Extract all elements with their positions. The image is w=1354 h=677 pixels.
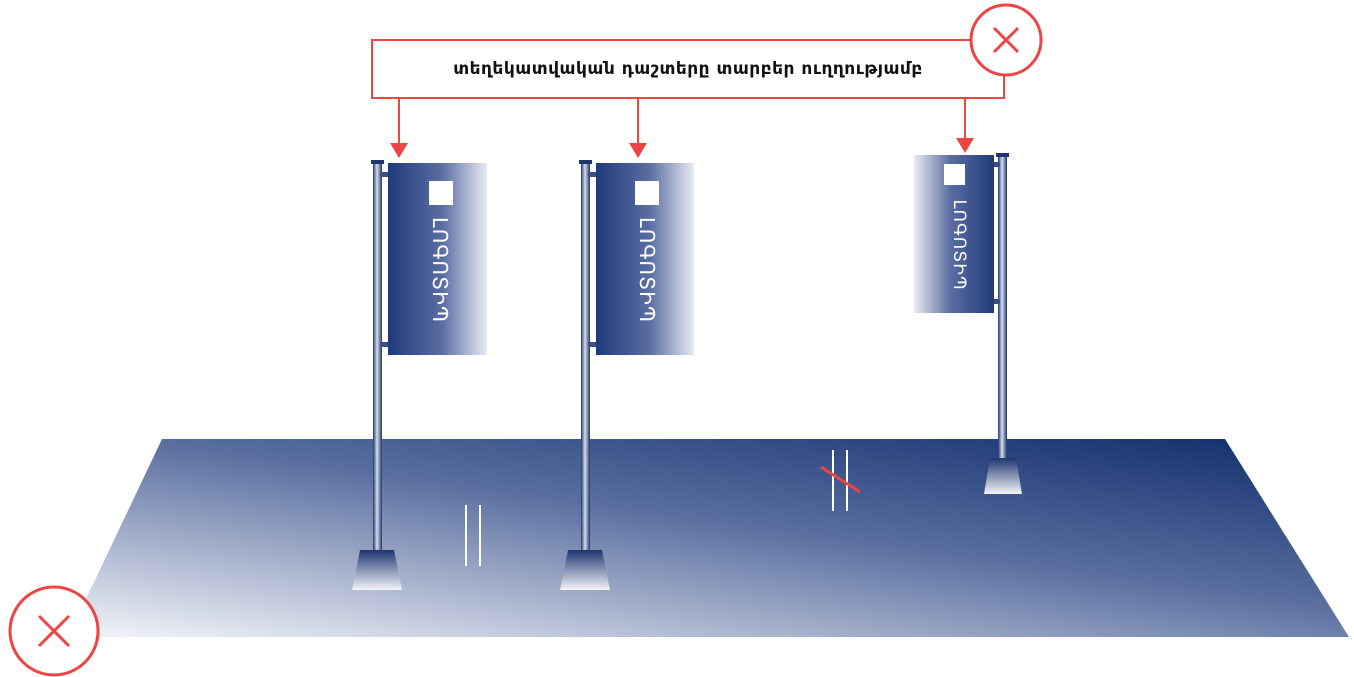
pole-base — [984, 458, 1022, 494]
ground-plane — [68, 439, 1349, 637]
x-circle-icon — [969, 3, 1043, 77]
strike-line — [820, 465, 861, 494]
logo-square — [944, 164, 965, 185]
flag-text: ԼՈԳՈՏԻՊ — [635, 217, 659, 323]
logo-square — [635, 181, 659, 205]
callout-arrows — [390, 98, 974, 158]
flag-text: ԼՈԳՈՏԻՊ — [428, 217, 452, 323]
flagpole-2: ԼՈԳՈՏԻՊ — [560, 160, 694, 590]
pole-base — [352, 550, 402, 590]
flagpole-3: ԼՈԳՈՏԻՊ — [914, 153, 1022, 494]
pole — [998, 155, 1007, 460]
callout-text: տեղեկատվական դաշտերը տարբեր ուղղությամբ — [453, 59, 923, 79]
pole — [581, 162, 590, 552]
callout-box — [371, 39, 1005, 99]
spacing-marker-left — [465, 505, 481, 566]
logo-square — [429, 181, 453, 205]
flagpole-1: ԼՈԳՈՏԻՊ — [352, 160, 487, 590]
pole-base — [560, 550, 610, 590]
flag-text: ԼՈԳՈՏԻՊ — [949, 199, 969, 290]
x-circle-icon — [8, 585, 100, 677]
pole — [373, 162, 382, 552]
spacing-marker-right — [820, 450, 861, 511]
